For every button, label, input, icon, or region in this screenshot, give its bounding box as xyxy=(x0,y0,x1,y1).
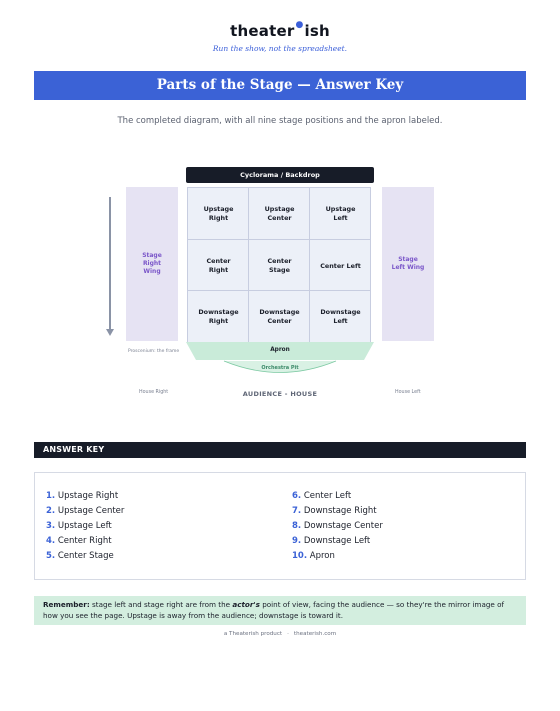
answer-key-column-right: 6. Center Left 7. Downstage Right 8. Dow… xyxy=(292,491,383,566)
stage-cell-downstage-left: Downstage Left xyxy=(310,291,371,343)
grid-divider xyxy=(188,239,370,240)
apron-fill xyxy=(186,342,374,360)
answer-key-box: 1. Upstage Right 2. Upstage Center 3. Up… xyxy=(34,472,526,580)
stage-cell-label: Downstage Left xyxy=(320,308,361,325)
proscenium-note: Proscenium: the frame xyxy=(128,349,180,354)
remember-emphasis: actor's xyxy=(232,600,260,609)
logo-text-right: ish xyxy=(304,22,330,40)
answer-label: Downstage Left xyxy=(303,536,371,546)
stage-cell-label: Upstage Left xyxy=(325,205,356,222)
answer-key-item: 7. Downstage Right xyxy=(292,506,383,521)
remember-lead: Remember: xyxy=(43,600,90,609)
cyclorama-backdrop: Cyclorama / Backdrop xyxy=(186,167,374,183)
footer-product: a Theaterish product xyxy=(223,631,283,637)
answer-key-column-left: 1. Upstage Right 2. Upstage Center 3. Up… xyxy=(46,491,124,566)
remember-text: point of view, facing the audience — so … xyxy=(43,600,505,620)
arrow-down-icon xyxy=(106,329,114,336)
stage-cell-center-stage: Center Stage xyxy=(249,240,310,292)
stage-cell-upstage-right: Upstage Right xyxy=(188,188,249,240)
footer-site-link[interactable]: theaterish.com xyxy=(293,631,337,637)
answer-label: Upstage Left xyxy=(57,521,112,531)
stage-cell-downstage-center: Downstage Center xyxy=(249,291,310,343)
remember-text: stage left and stage right are from the xyxy=(92,600,231,609)
answer-key-item: 3. Upstage Left xyxy=(46,521,124,536)
apron-shape xyxy=(186,342,374,373)
answer-number: 8. xyxy=(292,521,302,531)
grid-divider xyxy=(248,188,249,342)
stage-cell-upstage-left: Upstage Left xyxy=(310,188,371,240)
stage-cell-label: Upstage Right xyxy=(203,205,234,222)
answer-number: 4. xyxy=(46,536,56,546)
remember-callout: Remember: stage left and stage right are… xyxy=(34,596,526,625)
stage-right-wing: Stage Right Wing xyxy=(126,187,178,341)
answer-label: Downstage Center xyxy=(303,521,383,531)
answer-number: 2. xyxy=(46,506,56,516)
stage-cell-upstage-center: Upstage Center xyxy=(249,188,310,240)
stage-cell-label: Center Stage xyxy=(267,257,292,274)
answer-number: 9. xyxy=(292,536,302,546)
grid-divider xyxy=(309,188,310,342)
answer-key-item: 6. Center Left xyxy=(292,491,383,506)
answer-key-item: 4. Center Right xyxy=(46,536,124,551)
answer-number: 10. xyxy=(292,551,308,561)
stage-cell-label: Center Left xyxy=(320,261,361,270)
house-left-label: House Left xyxy=(395,390,421,395)
orchestra-pit-label: Orchestra Pit xyxy=(261,365,299,371)
answer-key-item: 10. Apron xyxy=(292,551,383,566)
answer-key-item: 9. Downstage Left xyxy=(292,536,383,551)
stage-cell-downstage-right: Downstage Right xyxy=(188,291,249,343)
theaterish-logo: theater●ish xyxy=(0,20,560,40)
answer-label: Upstage Right xyxy=(57,491,119,501)
answer-key-item: 8. Downstage Center xyxy=(292,521,383,536)
answer-number: 5. xyxy=(46,551,56,561)
answer-number: 7. xyxy=(292,506,302,516)
footer: a Theaterish product · theaterish.com xyxy=(0,631,560,637)
stage-right-wing-label: Stage Right Wing xyxy=(142,251,162,276)
orchestra-pit-shape xyxy=(223,360,337,373)
answer-number: 1. xyxy=(46,491,56,501)
answer-label: Downstage Right xyxy=(303,506,377,516)
logo-dot-icon: ● xyxy=(295,20,304,30)
answer-label: Apron xyxy=(309,551,335,561)
page-title: Parts of the Stage — Answer Key xyxy=(34,71,526,100)
stage-cell-center-right: Center Right xyxy=(188,240,249,292)
stage-cell-label: Upstage Center xyxy=(264,205,295,222)
answer-key-heading: ANSWER KEY xyxy=(34,442,526,458)
answer-label: Upstage Center xyxy=(57,506,125,516)
answer-label: Center Stage xyxy=(57,551,114,561)
answer-number: 3. xyxy=(46,521,56,531)
audience-house-label: AUDIENCE - HOUSE xyxy=(242,390,318,398)
answer-number: 6. xyxy=(292,491,302,501)
apron-label: Apron xyxy=(270,347,290,353)
footer-separator: · xyxy=(287,631,289,637)
logo-text-left: theater xyxy=(230,22,295,40)
answer-key-item: 5. Center Stage xyxy=(46,551,124,566)
stage-cell-label: Center Right xyxy=(206,257,231,274)
page-subtitle: The completed diagram, with all nine sta… xyxy=(117,116,443,126)
stage-cell-center-left: Center Left xyxy=(310,240,371,292)
grid-divider xyxy=(188,290,370,291)
downstage-arrow-shaft xyxy=(109,197,111,331)
answer-label: Center Left xyxy=(303,491,352,501)
tagline: Run the show, not the spreadsheet. xyxy=(212,44,348,53)
stage-cell-label: Downstage Right xyxy=(198,308,239,325)
stage-left-wing-label: Stage Left Wing xyxy=(391,255,425,271)
answer-label: Center Right xyxy=(57,536,112,546)
answer-key-item: 2. Upstage Center xyxy=(46,506,124,521)
stage-grid: Upstage Right Upstage Center Upstage Lef… xyxy=(187,187,371,343)
house-right-label: House Right xyxy=(139,390,169,395)
brand-header: theater●ish Run the show, not the spread… xyxy=(0,20,560,53)
stage-left-wing: Stage Left Wing xyxy=(382,187,434,341)
answer-key-item: 1. Upstage Right xyxy=(46,491,124,506)
stage-cell-label: Downstage Center xyxy=(259,308,300,325)
